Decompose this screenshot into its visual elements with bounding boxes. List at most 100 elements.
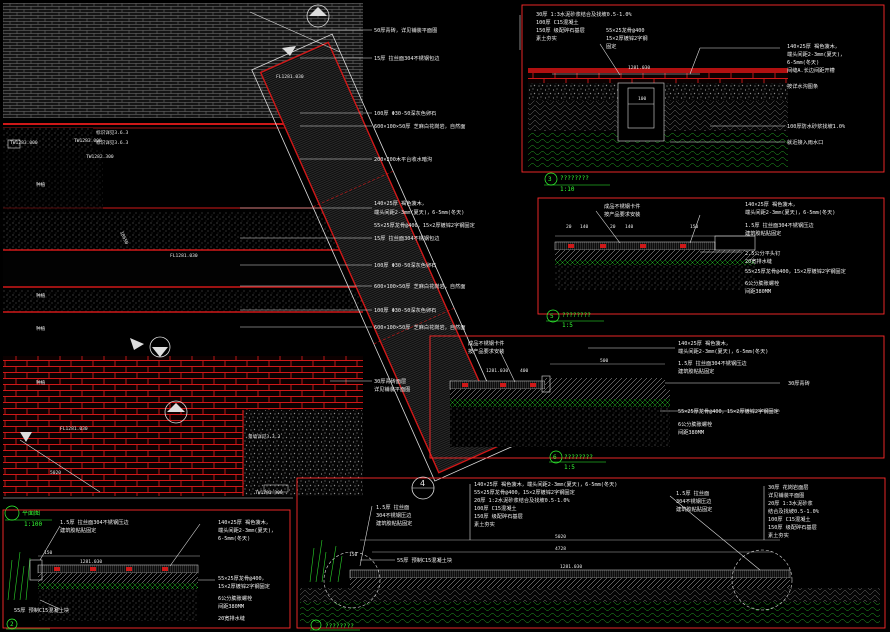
site-plan: TW1283.000 TW1283.000 TW1282.300 TW1282.…	[3, 3, 516, 528]
detail3-note: 6-5mm(冬天)	[787, 58, 819, 66]
detail3-note: 就近接入雨水口	[787, 138, 823, 146]
plan-note: 100厚 Φ30-50深灰色卵石	[374, 261, 436, 269]
detail2-title-block: 2	[6, 618, 50, 630]
detail5-note: 成品不锈钢卡件	[604, 202, 640, 210]
detail3-note: 100厚 C15混凝土	[536, 18, 579, 26]
detail5-caption: ????????	[562, 312, 591, 319]
detail5-note: 2.5公分平头钉	[745, 249, 780, 257]
detail3-title-block: 3 ???????? 1:10	[544, 172, 610, 193]
detail5-note: 140×25厚 褐色菠木，	[745, 200, 798, 208]
plan-label: 种植	[36, 379, 46, 386]
detail-6: 500 400 1281.030 成品不锈钢卡件 按产品要求安装 140×25厚…	[429, 335, 885, 471]
detail3-note: 素土夯实	[536, 34, 557, 42]
detail2-note: 建筑胶粘贴固定	[60, 526, 96, 534]
detail4-note: 150厚 级配碎石基层	[768, 523, 817, 531]
detail4-note: 详见铺装平面图	[768, 491, 804, 499]
detail5-dimension: 140	[580, 224, 589, 230]
plan-note: 30厚青砖面层	[374, 377, 406, 385]
detail4-note: 结合及找坡0.5-1.0%	[768, 507, 820, 515]
detail3-caption: ????????	[560, 175, 589, 182]
detail3-note: 30厚 1:3水泥砂浆结合及找坡0.5-1.0%	[536, 10, 632, 18]
detail2-dimension: 1281.030	[80, 559, 102, 565]
plan-tag: FL1281.030	[170, 253, 198, 259]
section-marker-1	[306, 4, 330, 28]
plan-label: 种植	[36, 325, 46, 332]
plan-tag: FL1281.030	[60, 426, 88, 432]
detail6-title-block: 6 ???????? 1:5	[549, 450, 606, 471]
detail2-note: 55×25厚龙骨@400，	[218, 574, 267, 582]
plan-dimension: 18650	[118, 230, 129, 245]
detail6-note: 140×25厚 褐色菠木，	[678, 339, 731, 347]
detail6-note: 55×25厚龙骨@400，15×2厚镀锌2字钢固定	[678, 407, 779, 415]
detail3-number: 3	[548, 176, 552, 183]
detail3-note: 15×2厚镀锌2字钢	[606, 34, 648, 42]
plan-note: 55×25厚龙骨@400，15×2厚镀锌2字钢固定	[374, 221, 475, 229]
detail3-dimension: 1281.030	[628, 65, 650, 71]
detail6-dimension: 500	[600, 358, 609, 364]
detail4-note: 1.5厚 拉丝面	[676, 489, 709, 497]
plan-label: 标识详见3.6.3	[96, 139, 128, 146]
detail5-note: 端头间距2-3mm(夏天)，6-5mm(冬天)	[745, 208, 835, 216]
detail6-note: 按产品要求安装	[468, 347, 504, 355]
detail5-note: 建筑胶粘贴固定	[745, 229, 781, 237]
detail2-note: 6-5mm(冬天)	[218, 534, 250, 542]
detail4-note: 55厚 预制C15混凝土块	[397, 556, 453, 564]
plan-note: 200×200木平台收水暗沟	[374, 155, 432, 163]
detail5-number: 5	[550, 313, 554, 320]
detail4-note: 100厚 C15混凝土	[474, 504, 517, 512]
detail3-note: 端头间距2-3mm(夏天)，	[787, 50, 845, 58]
detail2-note: 1.5厚 拉丝面304不锈钢压边	[60, 518, 129, 526]
detail4-section-marker: 4	[411, 476, 435, 500]
detail4-note: 20厚 1:3水泥砂浆	[768, 499, 813, 507]
detail4-note: 素土夯实	[474, 520, 495, 528]
detail-5: 140 140 150 20 20 成品不锈钢卡件 按产品要求安装 140×25…	[537, 197, 885, 329]
detail3-note: 140×25厚 褐色菠木，	[787, 42, 840, 50]
plan-note: 详见铺装平面图	[374, 385, 410, 393]
plan-notes: 50厚青砖，详见铺装平面图 15厚 拉丝面304不锈钢包边 100厚 Φ30-5…	[240, 26, 475, 393]
plan-note: 600×100×50厚 芝麻白花岗岩，自然面	[374, 122, 465, 130]
detail6-note: 建筑胶粘贴固定	[678, 367, 714, 375]
detail6-note: 间距380MM	[678, 428, 704, 436]
detail2-note: 端头间距2-3mm(夏天)，	[218, 526, 276, 534]
detail5-note: 1.5厚 拉丝面304不锈钢压边	[745, 221, 814, 229]
detail4-dimension: 4728	[555, 546, 566, 552]
detail4-note: 20厚 1:2水泥砂浆结合及找坡0.5-1.0%	[474, 496, 570, 504]
detail2-dimension: 150	[44, 550, 53, 556]
detail4-title-block: ????????	[310, 619, 360, 631]
detail4-note: 140×25厚 褐色菠木，端头间距2-3mm(夏天)，6-5mm(冬天)	[474, 480, 617, 488]
detail3-dimension: 100	[638, 96, 647, 102]
detail-4: 5020 4728 150 1281.030 4 140×25厚 褐色菠木，端头…	[296, 476, 886, 631]
plan-note: 100厚 Φ30-50深灰色卵石	[374, 109, 436, 117]
detail2-note: 55厚 预制C15混凝土块	[14, 606, 70, 614]
detail2-note: 20宽排水缝	[218, 614, 245, 622]
detail5-note: 20宽排水缝	[745, 257, 772, 265]
plan-note: 15厚 拉丝面304不锈钢包边	[374, 234, 440, 242]
detail3-note: 固定	[606, 42, 616, 50]
detail3-note: 100厚防水砂浆找坡1.0%	[787, 122, 846, 130]
detail6-note: 30厚青砖	[788, 379, 810, 387]
detail2-note: 间距380MM	[218, 602, 244, 610]
detail3-note: 150厚 级配碎石基层	[536, 26, 585, 34]
detail4-note: 150厚 级配碎石基层	[474, 512, 523, 520]
plan-note: 600×100×50厚 芝麻白花岗岩，自然面	[374, 323, 465, 331]
section-marker-2	[149, 336, 171, 358]
detail3-note: 55×25龙骨@400	[606, 26, 644, 34]
detail6-dimension: 400	[520, 368, 529, 374]
detail4-dimension: 1281.030	[560, 564, 582, 570]
detail5-dimension: 150	[690, 224, 699, 230]
detail4-note: 建筑胶粘贴固定	[676, 505, 712, 513]
plan-note: 15厚 拉丝面304不锈钢包边	[374, 54, 440, 62]
plan-note: 50厚青砖，详见铺装平面图	[374, 26, 437, 34]
plan-tag: TW1283.000	[74, 138, 102, 144]
detail5-title-block: 5 ???????? 1:5	[546, 309, 604, 329]
detail3-scale: 1:10	[560, 186, 575, 193]
detail5-scale: 1:5	[562, 322, 573, 329]
plan-tag: FL1281.030	[276, 74, 304, 80]
detail6-scale: 1:5	[564, 464, 575, 471]
detail4-note: 1.5厚 拉丝面	[376, 503, 409, 511]
plan-scale: 1:100	[24, 521, 42, 528]
detail2-note: 15×2厚镀锌2字钢固定	[218, 582, 270, 590]
detail4-note: 55×25厚龙骨@400，15×2厚镀锌2字钢固定	[474, 488, 575, 496]
plan-note: 100厚 Φ30-50深灰色卵石	[374, 306, 436, 314]
